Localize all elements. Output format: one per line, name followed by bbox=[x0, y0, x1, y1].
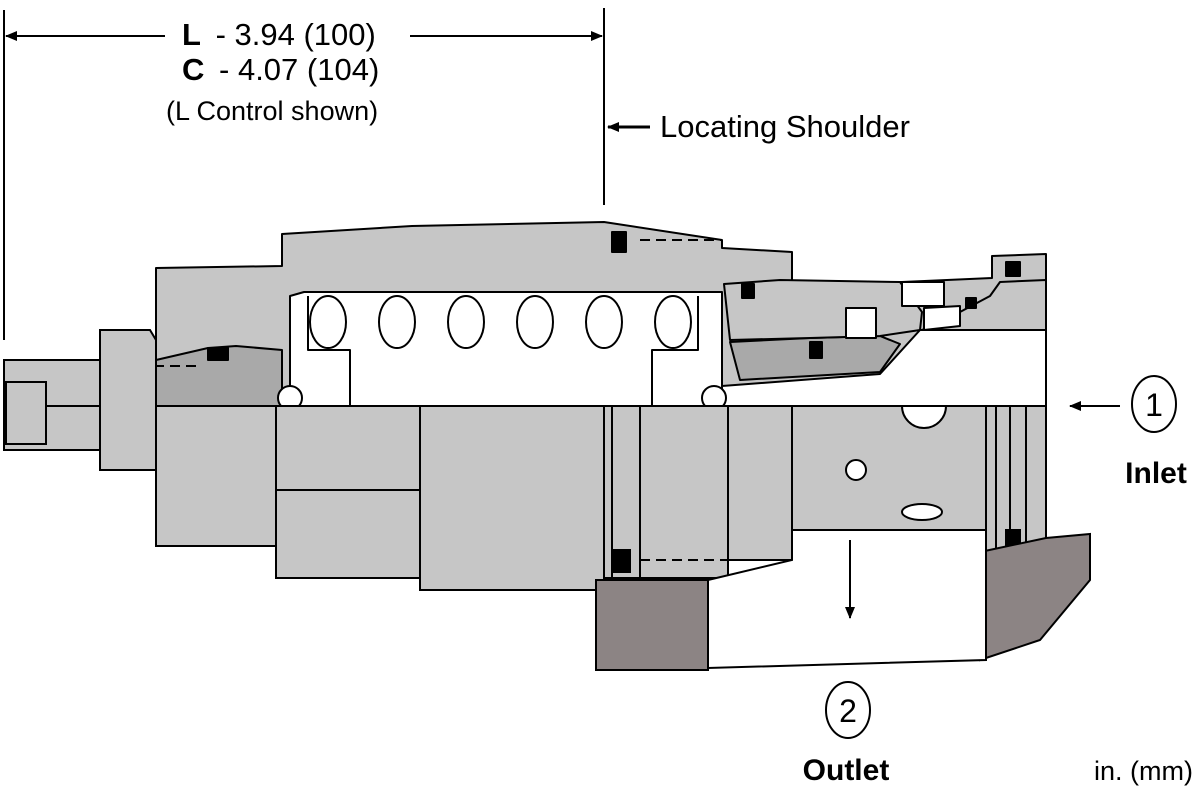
spring-coil bbox=[654, 295, 692, 349]
cavity-wall-left bbox=[595, 579, 709, 671]
spring-coil bbox=[585, 295, 623, 349]
overall-length-dimension bbox=[3, 8, 605, 340]
locating-shoulder-label: Locating Shoulder bbox=[660, 109, 910, 144]
exterior-body-right bbox=[727, 405, 793, 561]
dimension-code-l: L bbox=[182, 17, 201, 52]
cavity-section bbox=[595, 529, 1091, 671]
outlet-number: 2 bbox=[839, 693, 857, 729]
insert-white-1 bbox=[901, 281, 945, 307]
inlet-number-circle bbox=[1131, 375, 1177, 433]
seal-4 bbox=[809, 341, 823, 359]
exterior-housing bbox=[419, 405, 605, 591]
lower-seal-1 bbox=[611, 549, 631, 573]
cartridge-body-section bbox=[155, 221, 1047, 411]
outlet-chamber bbox=[707, 529, 987, 670]
seal-6 bbox=[965, 297, 977, 309]
spring-coils bbox=[309, 295, 692, 349]
slot-hole bbox=[901, 503, 943, 521]
seal-5 bbox=[1005, 261, 1021, 277]
cavity-wall-right bbox=[979, 532, 1091, 662]
insert-white-3 bbox=[923, 305, 961, 331]
outlet-number-circle bbox=[825, 681, 871, 739]
spring-guide-right bbox=[651, 296, 699, 406]
outlet-label: Outlet bbox=[803, 754, 890, 787]
exterior-adjuster-body bbox=[155, 405, 277, 547]
dimension-value-l: - 3.94 (100) bbox=[216, 17, 376, 52]
inlet-label: Inlet bbox=[1125, 457, 1187, 490]
units-note: in. (mm) bbox=[1094, 756, 1193, 786]
cross-hole bbox=[845, 459, 867, 481]
locknut bbox=[99, 329, 157, 471]
stem-tip bbox=[5, 381, 47, 445]
seal-2 bbox=[207, 347, 229, 361]
exterior-hex bbox=[275, 405, 421, 579]
spring-guide-left bbox=[307, 296, 351, 406]
dimension-line-2: C - 4.07 (104) bbox=[182, 52, 379, 87]
spring-coil bbox=[516, 295, 554, 349]
inlet-port-opening bbox=[900, 405, 948, 429]
spring-coil bbox=[447, 295, 485, 349]
inlet-number: 1 bbox=[1145, 387, 1163, 423]
thread-lines-upper bbox=[10, 239, 722, 367]
spring-coil bbox=[378, 295, 416, 349]
dimension-value-c: - 4.07 (104) bbox=[219, 52, 379, 87]
seal-1 bbox=[611, 231, 627, 253]
dimension-note: (L Control shown) bbox=[166, 96, 378, 126]
dimension-line-1: L - 3.94 (100) bbox=[182, 17, 376, 52]
spring-coil bbox=[309, 295, 347, 349]
cartridge-exterior bbox=[155, 405, 1047, 591]
adjuster-stem bbox=[3, 329, 157, 471]
exterior-cage bbox=[791, 405, 987, 531]
insert-white-2 bbox=[845, 307, 877, 339]
dimension-code-c: C bbox=[182, 52, 204, 87]
seal-3 bbox=[741, 283, 755, 299]
